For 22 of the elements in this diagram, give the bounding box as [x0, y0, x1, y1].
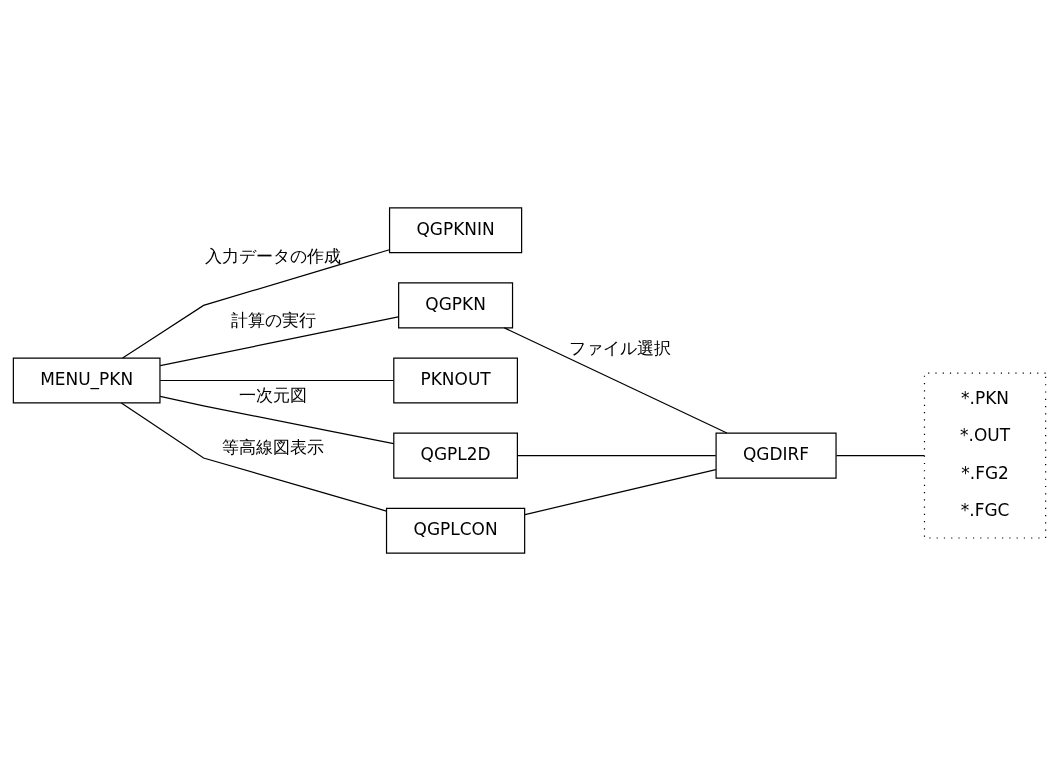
- connector: [121, 248, 391, 359]
- connector: [159, 395, 395, 444]
- node-box: QGPKNIN: [388, 206, 523, 253]
- connector: [159, 315, 399, 366]
- node-box: QGPKN: [398, 281, 514, 328]
- node-box: QGPL2D: [393, 432, 518, 479]
- node-box: MENU_PKN: [12, 357, 161, 403]
- connector: [524, 468, 717, 515]
- node-box: QGPLCON: [385, 507, 526, 554]
- connector: [517, 454, 717, 456]
- node-box: *.PKN *.OUT *.FG2 *.FGC: [923, 372, 1047, 539]
- edge-label: 一次元図: [239, 384, 308, 405]
- edge-label: 等高線図表示: [222, 436, 325, 457]
- edge-label: 計算の実行: [230, 309, 316, 330]
- connector: [835, 454, 925, 456]
- connector: [159, 379, 395, 381]
- node-box: PKNOUT: [393, 357, 518, 403]
- node-box: QGDIRF: [715, 432, 837, 479]
- edge-label: 入力データの作成: [205, 245, 342, 266]
- edge-label: ファイル選択: [569, 337, 672, 358]
- connector: [120, 401, 388, 512]
- connector: [503, 326, 728, 434]
